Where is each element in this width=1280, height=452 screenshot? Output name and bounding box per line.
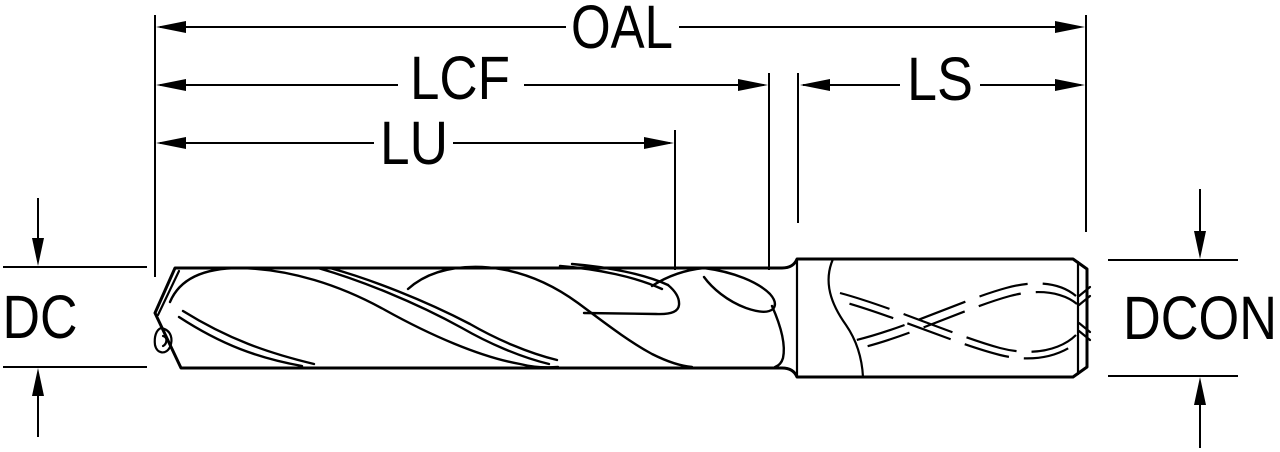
flute-groove-end-cap	[582, 283, 681, 316]
flute-runout-lobe	[702, 266, 777, 313]
flute-runout-drop	[770, 304, 785, 369]
tip-facet-line	[156, 269, 181, 317]
extension-lines	[154, 15, 1087, 277]
oal-dimension: OAL	[156, 0, 1085, 61]
dc-bottom-arrowhead	[32, 368, 44, 396]
tip-corner-detail-inner	[161, 334, 168, 348]
dcon-bottom-arrowhead	[1194, 377, 1206, 405]
lu-left-arrowhead	[156, 137, 186, 149]
flute-lip-line-a	[177, 315, 304, 368]
flute-runout-rise	[650, 266, 706, 288]
lu-right-arrowhead	[644, 137, 674, 149]
flute-land-edge-1a	[316, 266, 551, 366]
coolant-channel-down-a	[839, 291, 1077, 353]
shank-flute-runout-curve	[827, 257, 865, 379]
dc-top-arrowhead	[32, 238, 44, 266]
lcf-label: LCF	[410, 44, 510, 112]
lcf-right-arrowhead	[738, 79, 768, 91]
flute-arch-2	[406, 265, 694, 369]
flute-land-edge-1b	[328, 266, 559, 362]
dcon-dimension: DCON	[1108, 189, 1277, 448]
lcf-left-arrowhead	[156, 79, 186, 91]
lcf-dimension: LCF	[156, 44, 768, 112]
flute-lip-line-b	[181, 309, 316, 366]
oal-label: OAL	[571, 0, 673, 61]
ls-left-arrowhead	[800, 79, 830, 91]
ls-right-arrowhead	[1055, 79, 1085, 91]
dcon-label: DCON	[1123, 284, 1277, 352]
coolant-channel-end-ticks	[1077, 285, 1092, 342]
oal-right-arrowhead	[1055, 21, 1085, 33]
lu-label: LU	[380, 109, 448, 177]
coolant-channel-down-b	[839, 299, 1077, 360]
dc-dimension: DC	[3, 198, 147, 437]
dcon-top-arrowhead	[1194, 231, 1206, 259]
ls-dimension: LS	[800, 45, 1085, 113]
coolant-channel-up-b	[855, 290, 1078, 351]
lu-dimension: LU	[156, 109, 674, 177]
ls-label: LS	[907, 45, 973, 113]
dc-label: DC	[3, 283, 78, 351]
flute-arch-1	[168, 266, 560, 369]
tip-corner-detail-outer	[153, 326, 173, 354]
drill-drawing	[153, 257, 1092, 379]
oal-left-arrowhead	[156, 21, 186, 33]
coolant-channel-up-a	[851, 282, 1077, 343]
drill-outline	[153, 257, 1089, 379]
